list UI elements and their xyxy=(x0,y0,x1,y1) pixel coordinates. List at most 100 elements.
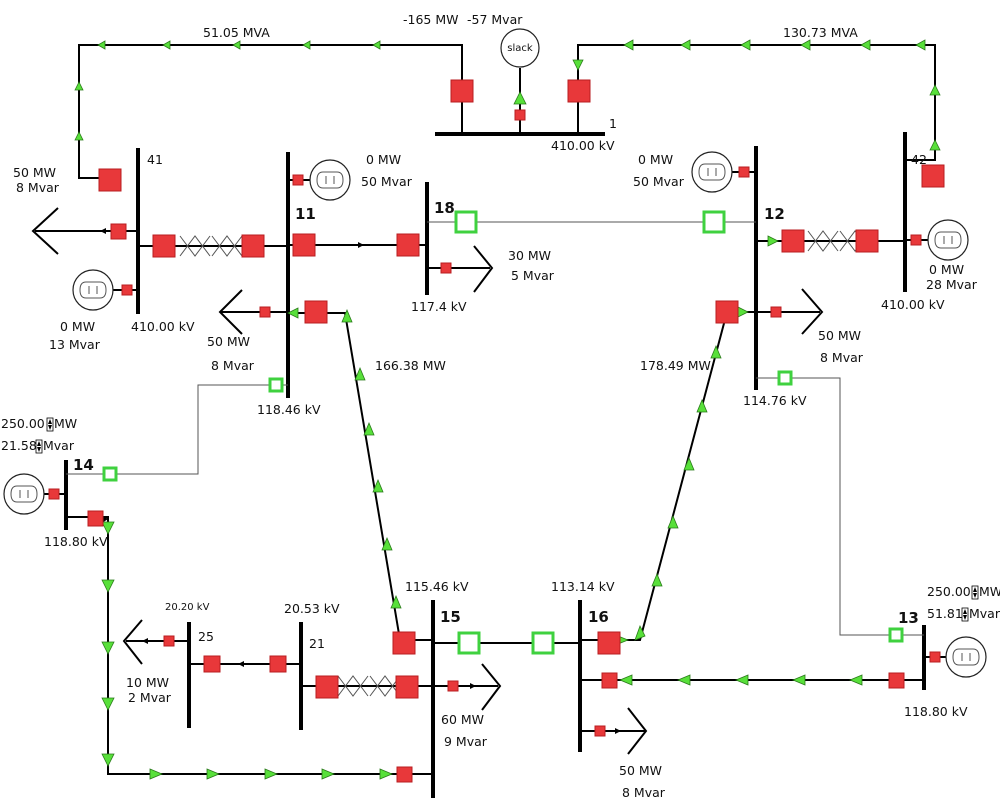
generator-41-icon[interactable] xyxy=(72,269,114,311)
breaker-15-11[interactable] xyxy=(392,631,416,655)
bus-14-voltage: 118.80 kV xyxy=(44,534,108,549)
breaker-load-15[interactable] xyxy=(447,680,459,692)
breaker-13-16[interactable] xyxy=(888,672,905,689)
breaker-load-25[interactable] xyxy=(163,635,175,647)
breaker-11-14-a[interactable] xyxy=(268,377,284,393)
breaker-16-12[interactable] xyxy=(597,631,621,655)
gen-12-mw: 0 MW xyxy=(638,152,673,167)
transformer-41-11[interactable] xyxy=(179,235,243,257)
gen-13-mw-spinner-icon[interactable] xyxy=(971,585,979,600)
breaker-15-14[interactable] xyxy=(396,766,413,783)
breaker-gen-41[interactable] xyxy=(121,284,133,296)
gen-42-mvar: 28 Mvar xyxy=(926,277,978,292)
load-11-symbol[interactable] xyxy=(218,289,243,335)
breaker-41-line[interactable] xyxy=(98,168,122,192)
line-1-41[interactable] xyxy=(78,44,463,179)
bus-21-number: 21 xyxy=(309,636,325,651)
gen-13-mvar-spinner-icon[interactable] xyxy=(961,607,969,622)
bus-25-number: 25 xyxy=(198,629,214,644)
load-11-mw: 50 MW xyxy=(207,334,250,349)
breaker-12-13-a[interactable] xyxy=(777,370,793,386)
generator-14-icon[interactable] xyxy=(3,473,45,515)
bus-1-number: 1 xyxy=(609,116,617,131)
gen-14-mw-spinner-icon[interactable] xyxy=(46,417,54,432)
load-15-symbol[interactable] xyxy=(481,663,502,711)
breaker-load-16[interactable] xyxy=(594,725,606,737)
breaker-41-load[interactable] xyxy=(110,223,127,240)
gen-41-mvar: 13 Mvar xyxy=(49,337,101,352)
gen-13-mvar-value: 51.81 xyxy=(927,606,963,621)
bus-11-voltage: 118.46 kV xyxy=(257,402,321,417)
bus-21-voltage: 20.53 kV xyxy=(284,601,340,616)
breaker-21-25-b[interactable] xyxy=(269,655,287,673)
breaker-xfmr-12[interactable] xyxy=(781,229,805,253)
load-25-mvar: 2 Mvar xyxy=(128,690,172,705)
load-25-mw: 10 MW xyxy=(126,675,169,690)
breaker-xfmr-15[interactable] xyxy=(395,675,419,699)
breaker-12-16[interactable] xyxy=(715,300,739,324)
bus-41-voltage: 410.00 kV xyxy=(131,319,195,334)
bus-42-voltage: 410.00 kV xyxy=(881,297,945,312)
gen-11-mw: 0 MW xyxy=(366,152,401,167)
transformer-21-15[interactable] xyxy=(337,675,401,697)
generator-11-icon[interactable] xyxy=(309,159,351,201)
load-41-symbol[interactable] xyxy=(31,207,59,255)
gen-13-mw-value: 250.00 xyxy=(927,584,971,599)
bus-12-voltage: 114.76 kV xyxy=(743,393,807,408)
breaker-18-12-a[interactable] xyxy=(454,210,478,234)
line-11-14[interactable] xyxy=(66,384,288,475)
gen-14-mvar-spinner-icon[interactable] xyxy=(35,439,43,454)
breaker-11-18-b[interactable] xyxy=(396,233,420,257)
breaker-gen-13[interactable] xyxy=(929,651,941,663)
breaker-21-25-a[interactable] xyxy=(203,655,221,673)
breaker-gen-14[interactable] xyxy=(48,488,60,500)
load-16-mvar: 8 Mvar xyxy=(622,785,666,800)
breaker-15-16-a[interactable] xyxy=(457,631,481,655)
breaker-load-18[interactable] xyxy=(440,262,452,274)
breaker-14-15[interactable] xyxy=(87,510,104,527)
bus-13-number: 13 xyxy=(898,609,919,627)
gen-14-mw-unit: MW xyxy=(54,416,77,431)
flow-arrows-line-12-16 xyxy=(634,344,722,641)
bus-25-voltage: 20.20 kV xyxy=(165,602,210,613)
gen-42-mw: 0 MW xyxy=(929,262,964,277)
breaker-16-13[interactable] xyxy=(601,672,618,689)
load-25-symbol[interactable] xyxy=(122,619,143,665)
breaker-load-12[interactable] xyxy=(770,306,782,318)
generator-42-icon[interactable] xyxy=(927,219,969,261)
load-41-mw: 50 MW xyxy=(13,165,56,180)
breaker-11-18-a[interactable] xyxy=(292,233,316,257)
load-16-symbol[interactable] xyxy=(627,707,648,755)
breaker-xfmr-41[interactable] xyxy=(152,234,176,258)
bus-13-voltage: 118.80 kV xyxy=(904,704,968,719)
bus-11-line-arrow xyxy=(287,307,299,319)
breaker-12-13-b[interactable] xyxy=(888,627,904,643)
breaker-slack[interactable] xyxy=(514,109,526,121)
line-12-13[interactable] xyxy=(756,377,924,636)
breaker-load-11[interactable] xyxy=(259,306,271,318)
flow-line-12-16: 178.49 MW xyxy=(640,358,711,373)
flow-arrows-line-13-16 xyxy=(618,674,863,686)
breaker-11-14-b[interactable] xyxy=(102,466,118,482)
generator-13-icon[interactable] xyxy=(945,636,987,678)
slack-mw: -165 MW xyxy=(403,12,459,27)
breaker-gen-12[interactable] xyxy=(738,166,750,178)
breaker-42-line[interactable] xyxy=(921,164,945,188)
load-12-mvar: 8 Mvar xyxy=(820,350,864,365)
generator-slack[interactable]: slack xyxy=(500,28,540,68)
load-18-symbol[interactable] xyxy=(473,245,494,293)
breaker-11-15[interactable] xyxy=(304,300,328,324)
breaker-1-41[interactable] xyxy=(450,79,474,103)
breaker-xfmr-11[interactable] xyxy=(241,234,265,258)
breaker-gen-42[interactable] xyxy=(910,234,922,246)
load-12-symbol[interactable] xyxy=(801,288,824,335)
line-14-15[interactable] xyxy=(66,516,433,775)
line-1-42[interactable] xyxy=(577,44,936,161)
breaker-15-16-b[interactable] xyxy=(531,631,555,655)
breaker-18-12-b[interactable] xyxy=(702,210,726,234)
breaker-xfmr-21[interactable] xyxy=(315,675,339,699)
breaker-gen-11[interactable] xyxy=(292,174,304,186)
breaker-xfmr-42[interactable] xyxy=(855,229,879,253)
breaker-1-42[interactable] xyxy=(567,79,591,103)
generator-12-icon[interactable] xyxy=(691,151,733,193)
